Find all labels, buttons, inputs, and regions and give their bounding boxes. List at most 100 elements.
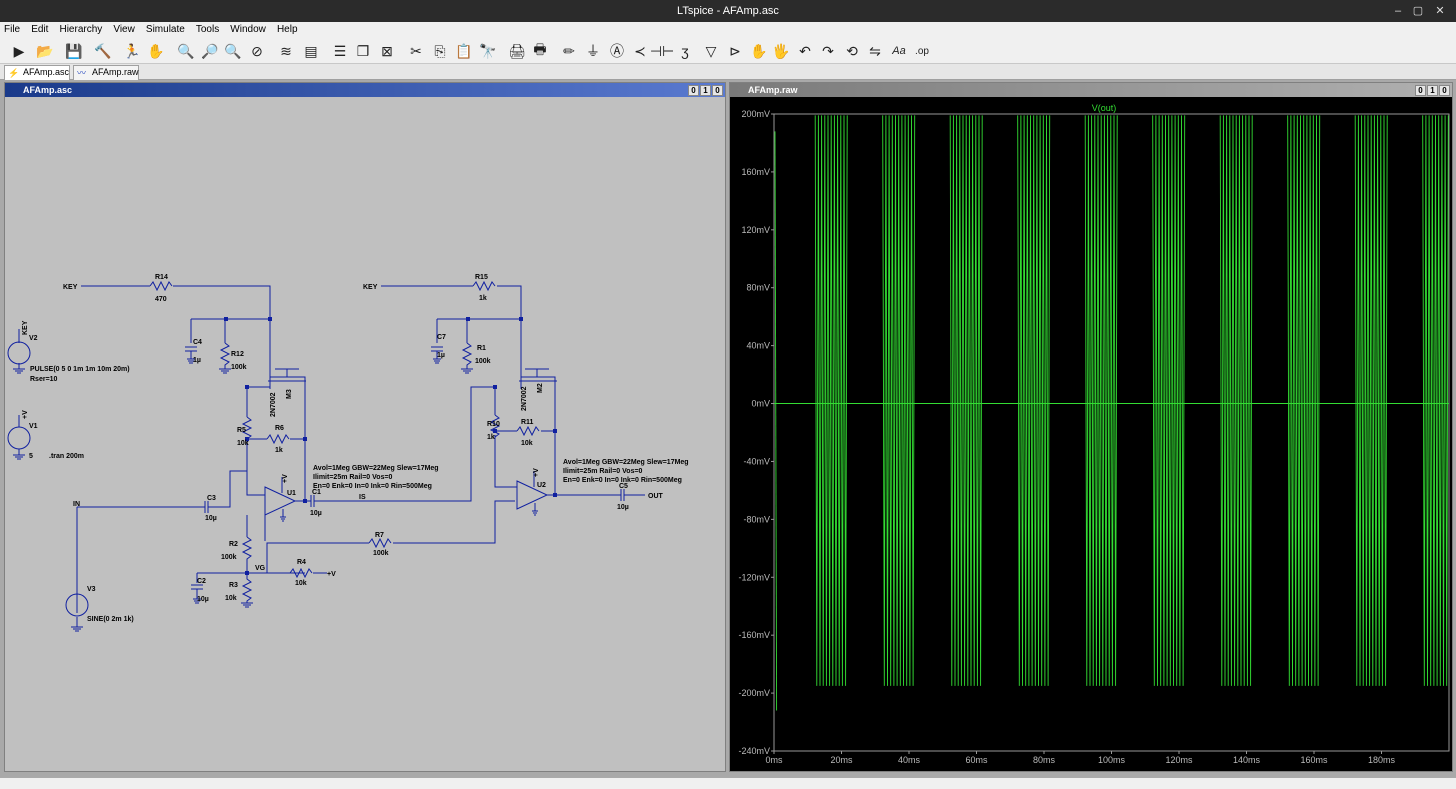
print-icon[interactable]: 🖨	[508, 42, 526, 59]
find-icon[interactable]: 🔭	[479, 42, 497, 59]
capacitor-icon[interactable]: ⊣⊢	[649, 42, 675, 59]
menu-edit[interactable]: Edit	[31, 24, 49, 35]
cursor-icon[interactable]: ▤	[304, 42, 318, 59]
waveform-icon: 〰	[77, 68, 87, 78]
window-title: LTspice - AFAmp.asc	[677, 5, 779, 17]
u2-params-3: En=0 Enk=0 In=0 Ink=0 Rin=500Meg	[563, 477, 682, 484]
menu-tools[interactable]: Tools	[195, 24, 220, 35]
x-tick-label: 0ms	[765, 755, 783, 765]
copy-icon[interactable]: ⎘	[434, 42, 446, 59]
zoom-fit-icon[interactable]: ⊘	[251, 42, 263, 59]
u2-supply-label: +V	[533, 468, 540, 477]
run-icon[interactable]: ▶	[13, 42, 25, 59]
menu-view[interactable]: View	[113, 24, 135, 35]
inductor-icon[interactable]: ʒ	[681, 43, 689, 59]
c1-value: 10µ	[310, 510, 322, 517]
menu-simulate[interactable]: Simulate	[145, 24, 185, 35]
y-tick-label: -120mV	[738, 572, 770, 582]
maximize-button[interactable]: 1	[1427, 85, 1438, 96]
zoom-out-icon[interactable]: 🔍	[224, 42, 242, 59]
tab-schematic[interactable]: ⚡ AFAmp.asc	[4, 65, 70, 80]
spice-directive-icon[interactable]: .op	[915, 45, 929, 57]
save-icon[interactable]: 💾	[65, 42, 83, 59]
maximize-icon[interactable]: ▢	[1412, 5, 1424, 17]
v2-label: V2	[29, 335, 38, 342]
schematic-canvas[interactable]: KEY KEY R14 470 R15 1k C4 1µ R12 100k C7…	[5, 97, 725, 771]
diode-icon[interactable]: ▽	[705, 42, 717, 59]
close-button[interactable]: 0	[1439, 85, 1450, 96]
c5-label: C5	[619, 483, 628, 490]
menu-hierarchy[interactable]: Hierarchy	[59, 24, 103, 35]
undo-icon[interactable]: ↶	[799, 42, 811, 59]
zoom-in-icon[interactable]: 🔍	[177, 42, 195, 59]
v2-spec: PULSE(0 5 0 1m 1m 10m 20m)	[30, 366, 130, 373]
m3-value: 2N7002	[270, 392, 277, 417]
trace-label[interactable]: V(out)	[1092, 103, 1117, 113]
component-icon[interactable]: ⊳	[729, 42, 741, 59]
r4-value: 10k	[295, 580, 307, 587]
menu-window[interactable]: Window	[230, 24, 266, 35]
probe-icon[interactable]: ✋	[147, 42, 165, 59]
y-tick-label: -160mV	[738, 630, 770, 640]
close-window-icon[interactable]: ⊠	[381, 42, 393, 59]
print-setup-icon[interactable]: 🖶	[533, 41, 547, 57]
r1-label: R1	[477, 345, 486, 352]
mirror-icon[interactable]: ⇋	[869, 42, 881, 59]
waveform-plot[interactable]: V(out) 200mV160mV120mV80mV40mV0mV-40mV-8…	[730, 97, 1452, 771]
v2-rser: Rser=10	[30, 376, 58, 383]
c1-label: C1	[312, 489, 321, 496]
wire-pencil-icon[interactable]: ✏	[563, 42, 575, 59]
close-button[interactable]: 0	[712, 85, 723, 96]
text-icon[interactable]: Aa	[892, 45, 906, 57]
trace-burst	[774, 131, 778, 711]
u1-supply-label: +V	[282, 474, 289, 483]
tab-waveform[interactable]: 〰 AFAmp.raw	[73, 65, 139, 80]
minimize-button[interactable]: 0	[688, 85, 699, 96]
run-man-icon[interactable]: 🏃	[123, 42, 141, 59]
close-icon[interactable]: ✕	[1435, 5, 1445, 17]
ground-icon[interactable]: ⏚	[586, 43, 600, 59]
r7-label: R7	[375, 532, 384, 539]
r11-value: 10k	[521, 440, 533, 447]
pan-icon[interactable]: 🔎	[201, 42, 219, 59]
trace-burst	[1354, 115, 1388, 686]
x-tick-label: 60ms	[965, 755, 988, 765]
move-hand-icon[interactable]: ✋	[750, 42, 768, 59]
x-tick-label: 120ms	[1165, 755, 1193, 765]
r6-label: R6	[275, 425, 284, 432]
trace-burst	[1017, 115, 1051, 686]
control-panel-icon[interactable]: 🔨	[94, 42, 112, 59]
c5-value: 10µ	[617, 504, 629, 511]
rotate-icon[interactable]: ⟲	[846, 42, 858, 59]
open-folder-icon[interactable]: 📂	[36, 42, 54, 59]
minimize-icon[interactable]: ‒	[1394, 5, 1402, 17]
cut-icon[interactable]: ✂	[410, 42, 422, 59]
r15-label: R15	[475, 274, 488, 281]
cascade-icon[interactable]: ❐	[356, 42, 370, 59]
label-net-icon[interactable]: Ⓐ	[610, 43, 624, 59]
paste-icon[interactable]: 📋	[455, 42, 473, 59]
y-tick-label: -80mV	[743, 514, 770, 524]
tab-schematic-label: AFAmp.asc	[23, 67, 70, 77]
tile-horizontal-icon[interactable]: ☰	[333, 42, 347, 59]
maximize-button[interactable]: 1	[700, 85, 711, 96]
u2-params-1: Avol=1Meg GBW=22Meg Slew=17Meg	[563, 459, 689, 466]
menu-help[interactable]: Help	[276, 24, 298, 35]
x-tick-label: 40ms	[898, 755, 921, 765]
net-vg-label: VG	[255, 565, 266, 572]
net-key-label: KEY	[63, 284, 78, 291]
resistor-icon[interactable]: ≺	[634, 42, 646, 59]
c7-value: 1µ	[437, 352, 445, 359]
drag-hand-icon[interactable]: 🖐	[772, 42, 790, 59]
redo-icon[interactable]: ↷	[822, 42, 834, 59]
minimize-button[interactable]: 0	[1415, 85, 1426, 96]
autorange-icon[interactable]: ≋	[280, 42, 292, 59]
menu-file[interactable]: File	[4, 24, 21, 35]
schematic-title-text: AFAmp.asc	[23, 85, 73, 95]
